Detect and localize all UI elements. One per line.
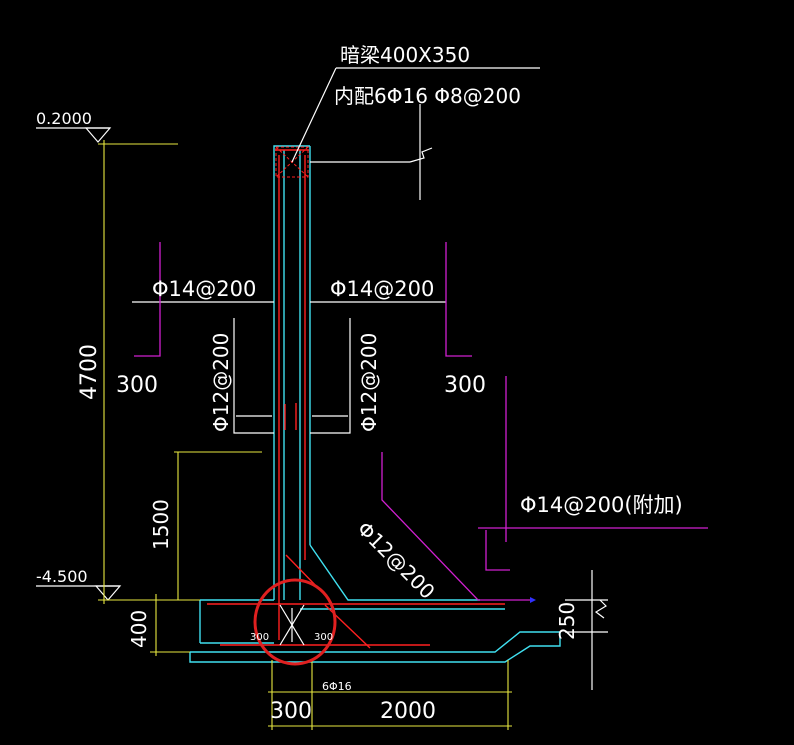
dim-height-label: 4700 [77, 344, 102, 400]
beam-rebar-label: 内配6Φ16 Φ8@200 [334, 84, 521, 108]
beam-leader [291, 67, 540, 200]
footing-cross [279, 604, 305, 646]
dim-400-label: 400 [127, 610, 151, 648]
lap-right-label: 300 [444, 373, 486, 398]
diag-rebar-label: Φ12@200 [352, 517, 439, 604]
rebar-left-label: Φ14@200 [152, 277, 256, 301]
footing-rebar-label: 6Φ16 [322, 680, 352, 693]
small-right-300-label: 300 [314, 632, 333, 643]
vert-right-label: Φ12@200 [357, 333, 381, 432]
dim-300-label: 300 [270, 699, 312, 724]
elevation-top [36, 127, 178, 145]
elevation-top-label: 0.2000 [36, 109, 92, 128]
rebar-right-label: Φ14@200 [330, 277, 434, 301]
elevation-bottom-label: -4.500 [36, 567, 88, 586]
dim-250-label: 250 [555, 602, 579, 640]
highlight-circle [253, 578, 337, 666]
dim-2000-label: 2000 [380, 699, 436, 724]
beam-title-label: 暗梁400X350 [340, 43, 470, 67]
dimensions [98, 140, 608, 730]
rebar-leaders [132, 301, 446, 434]
dim-1500-label: 1500 [149, 499, 173, 550]
elevation-bottom [36, 585, 122, 601]
rebar-lines [207, 149, 505, 649]
lap-left-label: 300 [116, 373, 158, 398]
footing-outline [189, 599, 561, 663]
arrow-marker [530, 597, 536, 603]
vert-left-label: Φ12@200 [209, 333, 233, 432]
wall-outline [273, 145, 480, 601]
magenta-callouts [134, 242, 708, 601]
small-left-300-label: 300 [250, 632, 269, 643]
additional-rebar-label: Φ14@200(附加) [520, 493, 683, 517]
